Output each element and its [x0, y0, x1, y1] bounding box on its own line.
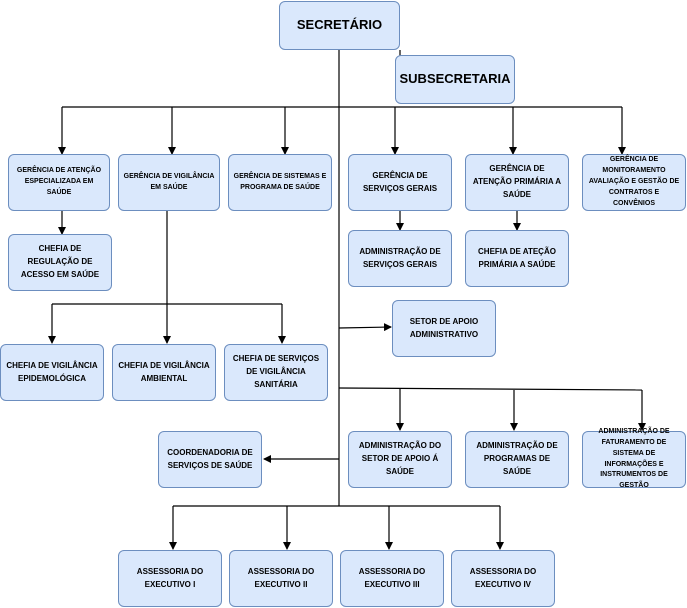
adm-setor-apoio-saude-box: ADMINISTRAÇÃO DO SETOR DE APOIO Á SAÚDE — [348, 431, 452, 488]
assessoria-executivo-2-box: ASSESSORIA DO EXECUTIVO II — [229, 550, 333, 607]
coord-servicos-saude-box: COORDENADORIA DE SERVIÇOS DE SAÚDE — [158, 431, 262, 488]
ger-vigilancia-box: GERÊNCIA DE VIGILÂNCIA EM SAÚDE — [118, 154, 220, 211]
setor-apoio-adm-box: SETOR DE APOIO ADMINISTRATIVO — [392, 300, 496, 357]
ger-monitoramento-box: GERÊNCIA DE MONITORAMENTO AVALIAÇÃO E GE… — [582, 154, 686, 211]
chefia-vig-sanitaria-box: CHEFIA DE SERVIÇOS DE VIGILÂNCIA SANITÁR… — [224, 344, 328, 401]
assessoria-executivo-1-box: ASSESSORIA DO EXECUTIVO I — [118, 550, 222, 607]
chefia-regulacao-box: CHEFIA DE REGULAÇÃO DE ACESSO EM SAÚDE — [8, 234, 112, 291]
ger-sistemas-box: GERÊNCIA DE SISTEMAS E PROGRAMA DE SAÚDE — [228, 154, 332, 211]
ger-atencao-primaria-box: GERÊNCIA DE ATENÇÃO PRIMÁRIA A SAÚDE — [465, 154, 569, 211]
assessoria-executivo-3-box: ASSESSORIA DO EXECUTIVO III — [340, 550, 444, 607]
adm-programas-saude-box: ADMINISTRAÇÃO DE PROGRAMAS DE SAÚDE — [465, 431, 569, 488]
ger-servicos-gerais-box: GERÊNCIA DE SERVIÇOS GERAIS — [348, 154, 452, 211]
subsecretaria-box: SUBSECRETARIA — [395, 55, 515, 104]
assessoria-executivo-4-box: ASSESSORIA DO EXECUTIVO IV — [451, 550, 555, 607]
ger-atencao-especializada-box: GERÊNCIA DE ATENÇÃO ESPECIALIZADA EM SAÚ… — [8, 154, 110, 211]
chefia-vig-epidemiologica-box: CHEFIA DE VIGILÂNCIA EPIDEMOLÓGICA — [0, 344, 104, 401]
chefia-vig-ambiental-box: CHEFIA DE VIGILÂNCIA AMBIENTAL — [112, 344, 216, 401]
adm-faturamento-box: ADMINISTRAÇÃO DE FATURAMENTO DE SISTEMA … — [582, 428, 686, 489]
adm-servicos-gerais-box: ADMINISTRAÇÃO DE SERVIÇOS GERAIS — [348, 230, 452, 287]
secretario-box: SECRETÁRIO — [279, 1, 400, 50]
chefia-atencao-primaria-box: CHEFIA DE ATEÇÃO PRIMÁRIA A SAÚDE — [465, 230, 569, 287]
